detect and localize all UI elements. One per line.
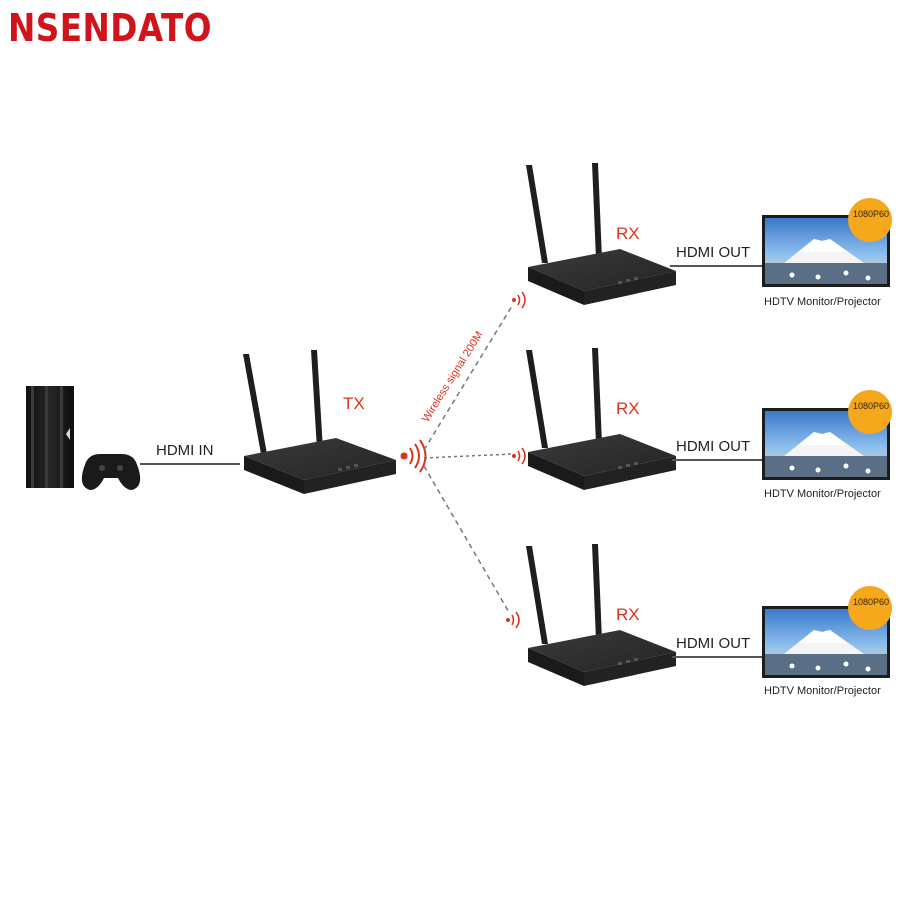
- hdmi-out-label-1: HDMI OUT: [676, 244, 751, 261]
- hdmi-out-label-2: HDMI OUT: [676, 438, 751, 455]
- rx-device-2: [526, 348, 676, 490]
- wireless-link-2: [423, 453, 513, 459]
- tv-monitor-1: [762, 215, 890, 287]
- rx-label-2: RX: [616, 399, 640, 418]
- hdmi-out-label-3: HDMI OUT: [676, 635, 751, 652]
- brand-logo: NSENDATO: [8, 6, 212, 50]
- display-caption-1: HDTV Monitor/Projector: [764, 296, 881, 308]
- resolution-badge-text-3: 1080P60: [853, 597, 890, 607]
- rx-label-1: RX: [616, 224, 640, 243]
- wifi-signal-icon: [512, 291, 526, 309]
- display-caption-3: HDTV Monitor/Projector: [764, 685, 881, 697]
- resolution-badge-text-1: 1080P60: [853, 209, 890, 219]
- gamepad-icon: [81, 454, 141, 490]
- rx-device-1: [526, 163, 676, 305]
- resolution-badge-3: [848, 586, 892, 630]
- tx-device: [243, 350, 396, 494]
- antenna-icon: [243, 350, 323, 454]
- resolution-badge-2: [848, 390, 892, 434]
- game-console-icon: [26, 386, 74, 488]
- wifi-signal-icon: [506, 611, 520, 629]
- rx-label-3: RX: [616, 605, 640, 624]
- wireless-link-3: [423, 465, 511, 615]
- tx-label: TX: [343, 394, 365, 413]
- resolution-badge-1: [848, 198, 892, 242]
- hdmi-in-label: HDMI IN: [156, 442, 214, 459]
- tv-monitor-3: [762, 606, 890, 678]
- wifi-signal-icon: [400, 439, 427, 473]
- display-caption-2: HDTV Monitor/Projector: [764, 488, 881, 500]
- rx-device-3: [526, 544, 676, 686]
- wireless-link-1: [423, 305, 513, 451]
- resolution-badge-text-2: 1080P60: [853, 401, 890, 411]
- wifi-signal-icon: [512, 447, 526, 465]
